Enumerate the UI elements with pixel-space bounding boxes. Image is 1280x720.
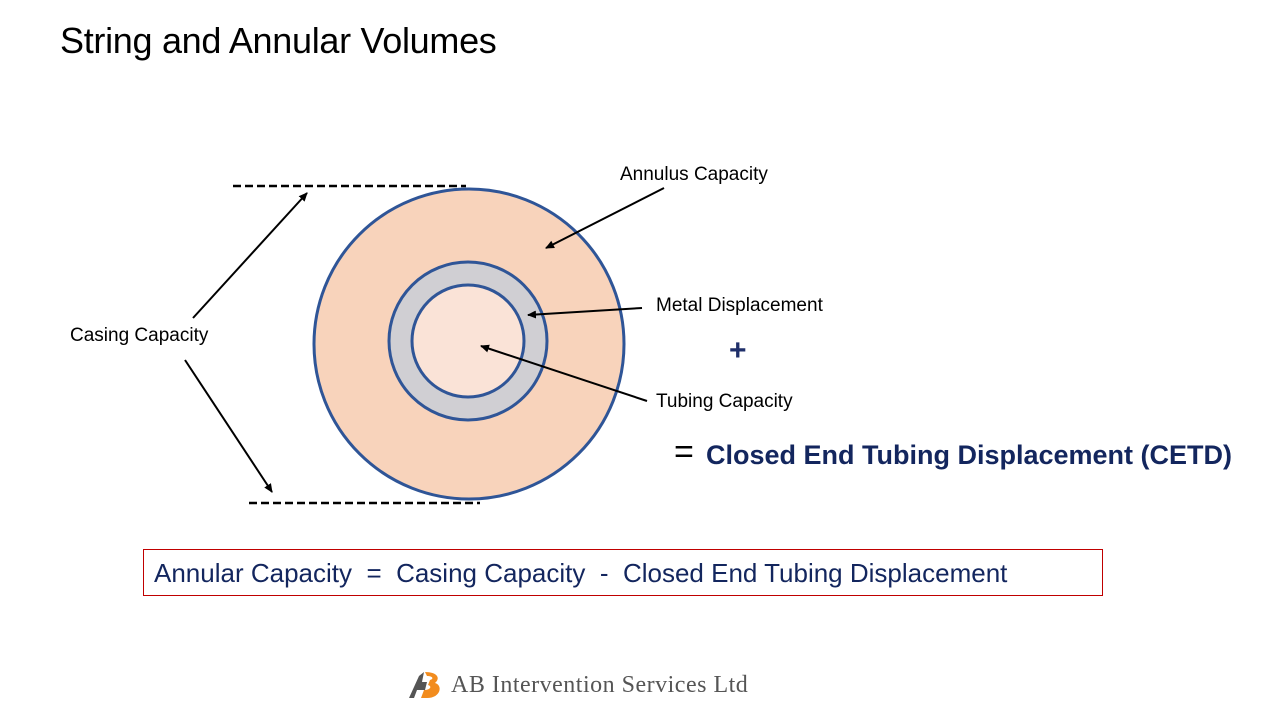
metal-arrow — [527, 307, 643, 319]
formula-box: Annular Capacity = Casing Capacity - Clo… — [143, 549, 1103, 596]
annulus-capacity-label: Annulus Capacity — [620, 164, 768, 185]
tubing-capacity-label: Tubing Capacity — [656, 391, 793, 412]
metal-displacement-label: Metal Displacement — [656, 295, 823, 316]
slide-title: String and Annular Volumes — [60, 20, 497, 61]
annular-capacity-formula: Annular Capacity = Casing Capacity - Clo… — [154, 558, 1008, 588]
ab-logo-icon — [409, 672, 440, 698]
cetd-label: Closed End Tubing Displacement (CETD) — [706, 440, 1233, 470]
tubing-arrow — [480, 344, 648, 402]
tubing-bore-circle — [410, 283, 526, 399]
footer-brand: AB Intervention Services Ltd — [405, 668, 748, 702]
equals-sign: = — [674, 433, 694, 471]
plus-sign: + — [729, 334, 747, 367]
company-name: AB Intervention Services Ltd — [451, 671, 749, 698]
annulus-arrow — [545, 187, 665, 249]
casing-arrow-up — [192, 192, 308, 319]
casing-capacity-label: Casing Capacity — [70, 325, 209, 346]
casing-arrow-down — [184, 359, 273, 493]
